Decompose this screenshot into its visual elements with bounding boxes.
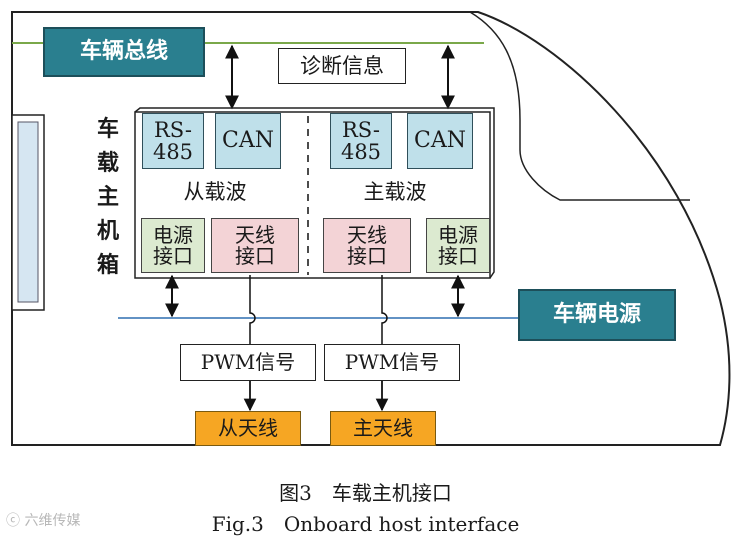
pwm-signal-right: PWM信号 [324,344,460,381]
watermark-icon: ⓒ [6,513,25,529]
host-chassis-edge [134,107,495,279]
slave-board-title: 从载波 [183,180,247,204]
figure-caption-en: Fig.3 Onboard host interface [211,512,520,536]
antenna-line-left [249,275,256,344]
vehicle-outline [11,11,731,446]
watermark: ⓒ 六维传媒 [6,513,81,529]
host-box-label: 车 载 主 机 箱 [96,116,119,278]
master-antenna-box: 主天线 [330,411,436,446]
slave-can: CAN [215,113,281,169]
vehicle-bus-box: 车辆总线 [43,27,205,77]
diagnostic-info-box: 诊断信息 [278,48,406,84]
vehicle-power-box: 车辆电源 [518,289,676,341]
door-window [17,121,39,303]
slave-rs485: RS- 485 [142,113,204,169]
antenna-line-right [381,275,388,344]
windshield-outline [469,11,690,201]
master-power-interface: 电源 接口 [426,218,490,273]
slave-antenna-interface: 天线 接口 [211,218,299,273]
slave-power-interface: 电源 接口 [141,218,205,273]
figure-caption-cn: 图3 车载主机接口 [279,481,452,505]
pwm-signal-left: PWM信号 [180,344,316,381]
master-rs485: RS- 485 [330,113,392,169]
master-antenna-interface: 天线 接口 [323,218,411,273]
master-board-title: 主载波 [363,180,427,204]
master-can: CAN [407,113,473,169]
slave-antenna-box: 从天线 [195,411,301,446]
